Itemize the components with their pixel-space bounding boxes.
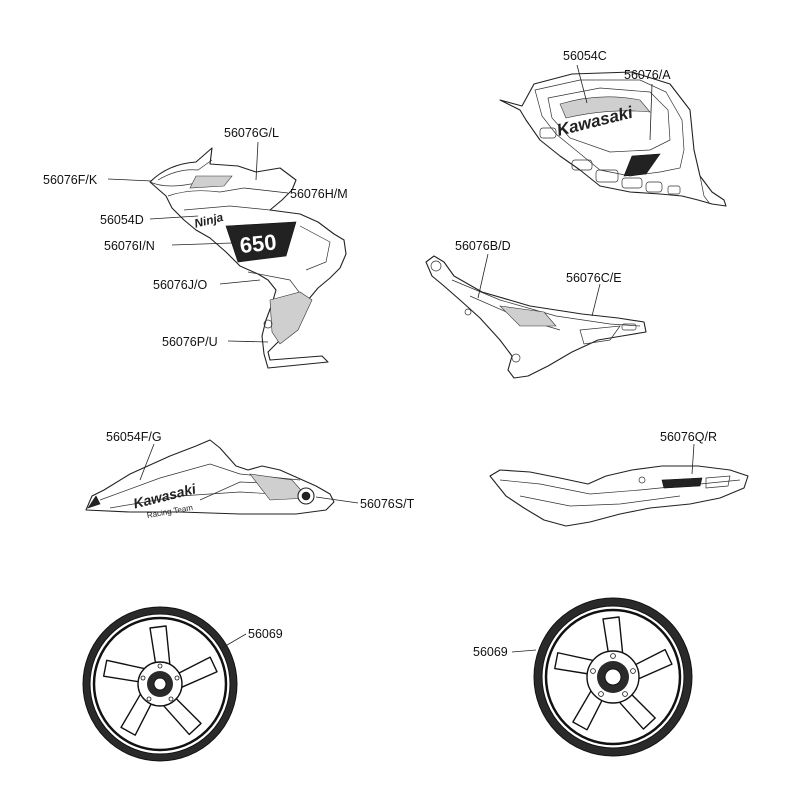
leader-line <box>221 633 247 649</box>
leader-line <box>576 64 588 104</box>
callout-label: 56069 <box>473 645 508 659</box>
callout-label: 56076P/U <box>162 335 218 349</box>
tail-cover-part <box>425 255 647 379</box>
leader-line <box>649 83 653 141</box>
callout-label: 56054C <box>563 49 607 63</box>
leader-line <box>243 187 289 194</box>
callout-label: 56076S/T <box>360 497 415 511</box>
leader-line <box>219 279 261 285</box>
callout-label: 56076Q/R <box>660 430 717 444</box>
side-cowl-part: Kawasaki Racing Team <box>85 439 335 520</box>
rear-wheel-part <box>533 597 693 757</box>
leader-line <box>107 178 153 182</box>
fuel-tank-part: Kawasaki <box>499 71 727 207</box>
leader-line <box>227 340 269 343</box>
callout-label: 56054D <box>100 213 144 227</box>
callout-label: 56076I/N <box>104 239 155 253</box>
callout-label: 56076B/D <box>455 239 511 253</box>
shroud-number-decal: 650 <box>239 229 278 258</box>
callout-label: 56076/A <box>624 68 671 82</box>
leader-line <box>171 242 233 246</box>
leader-line <box>691 443 695 475</box>
seat-cowl-part <box>489 465 749 527</box>
callout-label: 56076C/E <box>566 271 622 285</box>
side-shroud-part: Ninja 650 <box>149 147 347 369</box>
callout-label: 56054F/G <box>106 430 162 444</box>
callout-label: 56069 <box>248 627 283 641</box>
leader-line <box>139 443 155 481</box>
callout-label: 56076F/K <box>43 173 98 187</box>
shroud-script-decal: Ninja <box>193 210 225 231</box>
front-wheel-part <box>82 606 238 762</box>
callout-label: 56076G/L <box>224 126 279 140</box>
leader-line <box>591 283 601 317</box>
leader-line <box>149 215 199 220</box>
callout-label: 56076H/M <box>290 187 348 201</box>
leader-line <box>255 141 259 181</box>
leader-line <box>511 649 537 653</box>
leader-line <box>315 496 359 504</box>
leader-line <box>477 253 489 299</box>
callout-label: 56076J/O <box>153 278 207 292</box>
